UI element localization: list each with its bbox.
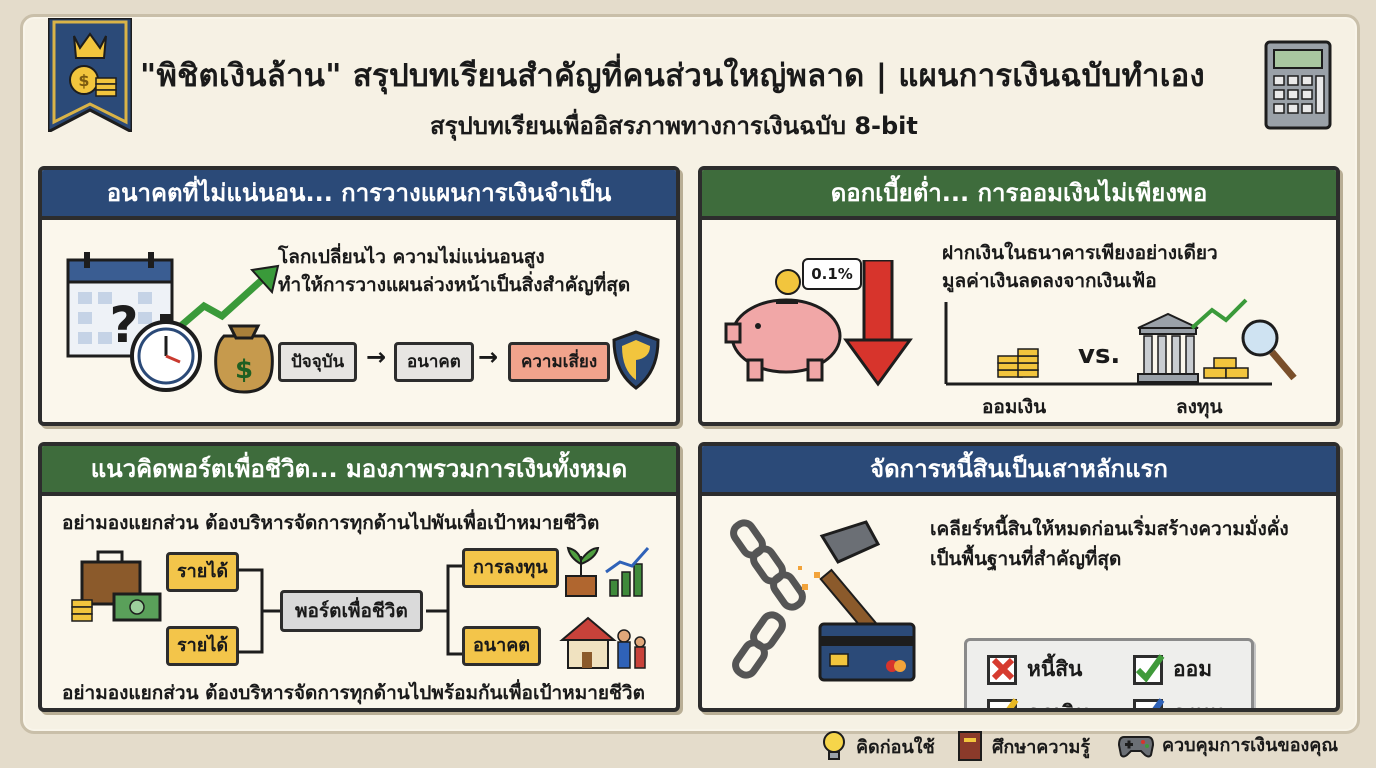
checklist-label: ลงทุน: [1173, 697, 1224, 708]
vs-label: vs.: [1078, 340, 1121, 370]
check-mark-icon: [1133, 653, 1165, 685]
checklist-label: ออม: [1173, 657, 1213, 681]
book-icon: [958, 731, 982, 761]
portfolio-connectors: [238, 564, 468, 656]
svg-text:$: $: [235, 355, 253, 385]
footer-item-think: คิดก่อนใช้: [820, 730, 935, 762]
crown-coin-ribbon-icon: $: [48, 18, 132, 132]
footer-label-learn: ศึกษาความรู้: [992, 736, 1091, 758]
footer-item-learn: ศึกษาความรู้: [956, 730, 1090, 762]
checklist-label: ฉุกเฉิน: [1027, 697, 1090, 708]
magnifier-icon: [1241, 319, 1297, 381]
page-subtitle: สรุปบทเรียนเพื่ออิสรภาพทางการเงินฉบับ 8-…: [430, 112, 918, 140]
portfolio-text-top: อย่ามองแยกส่วน ต้องบริหารจัดการทุกด้านไป…: [62, 512, 600, 534]
panel-debt: จัดการหนี้สินเป็นเสาหลักแรก เคลียร์: [698, 442, 1340, 712]
x-mark-icon: [987, 654, 1017, 685]
coin-stack-icon: [997, 348, 1039, 378]
panel-debt-title: จัดการหนี้สินเป็นเสาหลักแรก: [702, 446, 1336, 496]
panel-portfolio-title: แนวคิดพอร์ตเพื่อชีวิต... มองภาพรวมการเงิ…: [42, 446, 676, 496]
future-text-line1: โลกเปลี่ยนไว ความไม่แน่นอนสูง: [278, 246, 545, 268]
income-box-1: รายได้: [166, 552, 240, 592]
label-invest: ลงทุน: [1176, 396, 1223, 418]
briefcase-money-icon: [71, 550, 162, 622]
gold-bars-icon: [1203, 357, 1249, 379]
piggy-bank-icon: [724, 269, 842, 382]
future-illustration: ? $: [66, 252, 280, 394]
debt-text-line2: เป็นพื้นฐานที่สำคัญที่สุด: [930, 548, 1122, 570]
debt-illustration: [730, 519, 916, 682]
flow-arrow-icon: →: [478, 343, 499, 371]
check-mark-icon: [987, 697, 1019, 708]
piggy-illustration: [724, 260, 913, 387]
checklist-item-save: ออม: [1133, 653, 1212, 686]
checklist-item-debt: หนี้สิน: [987, 653, 1082, 686]
plant-growth-icon: [565, 546, 650, 597]
panel-future-title: อนาคตที่ไม่แน่นอน... การวางแผนการเงินจำเ…: [42, 170, 676, 220]
portfolio-text-bottom: อย่ามองแยกส่วน ต้องบริหารจัดการทุกด้านไป…: [62, 682, 645, 704]
lightbulb-icon: [823, 731, 845, 760]
future-text-line2: ทำให้การวางแผนล่วงหน้าเป็นสิ่งสำคัญที่สุ…: [278, 274, 631, 296]
portfolio-center-box: พอร์ตเพื่อชีวิต: [280, 590, 423, 632]
checklist-item-invest: ลงทุน: [1133, 697, 1224, 708]
footer-label-think: คิดก่อนใช้: [856, 736, 935, 758]
credit-card-icon: [818, 622, 916, 682]
footer-item-control: ควบคุมการเงินของคุณ: [1118, 730, 1338, 759]
page-title: "พิชิตเงินล้าน" สรุปบทเรียนสำคัญที่คนส่ว…: [140, 58, 1205, 94]
footer-label-control: ควบคุมการเงินของคุณ: [1162, 735, 1339, 756]
bank-icon: [1137, 312, 1199, 383]
flow-risk: ความเสี่ยง: [508, 342, 611, 382]
interest-text-line1: ฝากเงินในธนาคารเพียงอย่างเดียว: [942, 242, 1218, 264]
rate-bubble: 0.1%: [802, 258, 862, 290]
checklist-item-emergency: ฉุกเฉิน: [987, 697, 1090, 708]
panel-future: อนาคตที่ไม่แน่นอน... การวางแผนการเงินจำเ…: [38, 166, 680, 426]
panel-portfolio: แนวคิดพอร์ตเพื่อชีวิต... มองภาพรวมการเงิ…: [38, 442, 680, 712]
checklist-label: หนี้สิน: [1027, 657, 1083, 681]
family-house-icon: [559, 616, 646, 669]
label-save: ออมเงิน: [982, 396, 1047, 418]
down-arrow-icon: [843, 260, 913, 387]
panel-interest-title: ดอกเบี้ยต่ำ... การออมเงินไม่เพียงพอ: [702, 170, 1336, 220]
invest-box: การลงทุน: [462, 548, 559, 588]
panel-interest: ดอกเบี้ยต่ำ... การออมเงินไม่เพียงพอ 0.1%…: [698, 166, 1340, 426]
calculator-icon: [1264, 40, 1332, 130]
trend-arrow-icon: [173, 264, 280, 333]
shield-icon: [612, 330, 660, 390]
stopwatch-icon: [130, 314, 202, 392]
flow-present: ปัจจุบัน: [278, 342, 358, 382]
check-mark-icon: [1133, 697, 1165, 708]
future-box: อนาคต: [462, 626, 541, 666]
income-box-2: รายได้: [166, 626, 240, 666]
money-bag-icon: $: [214, 324, 274, 394]
interest-text-line2: มูลค่าเงินลดลงจากเงินเฟ้อ: [942, 270, 1157, 292]
gamepad-icon: [1118, 735, 1154, 757]
svg-text:$: $: [78, 71, 89, 90]
broken-chain-icon: [730, 519, 806, 679]
save-vs-invest-graph: [944, 298, 1297, 386]
flow-future: อนาคต: [394, 342, 474, 382]
flow-arrow-icon: →: [366, 343, 387, 371]
debt-text-line1: เคลียร์หนี้สินให้หมดก่อนเริ่มสร้างความมั…: [930, 518, 1289, 540]
priority-checklist: หนี้สิน ออม ฉุกเฉิน ลงทุน: [964, 638, 1254, 708]
